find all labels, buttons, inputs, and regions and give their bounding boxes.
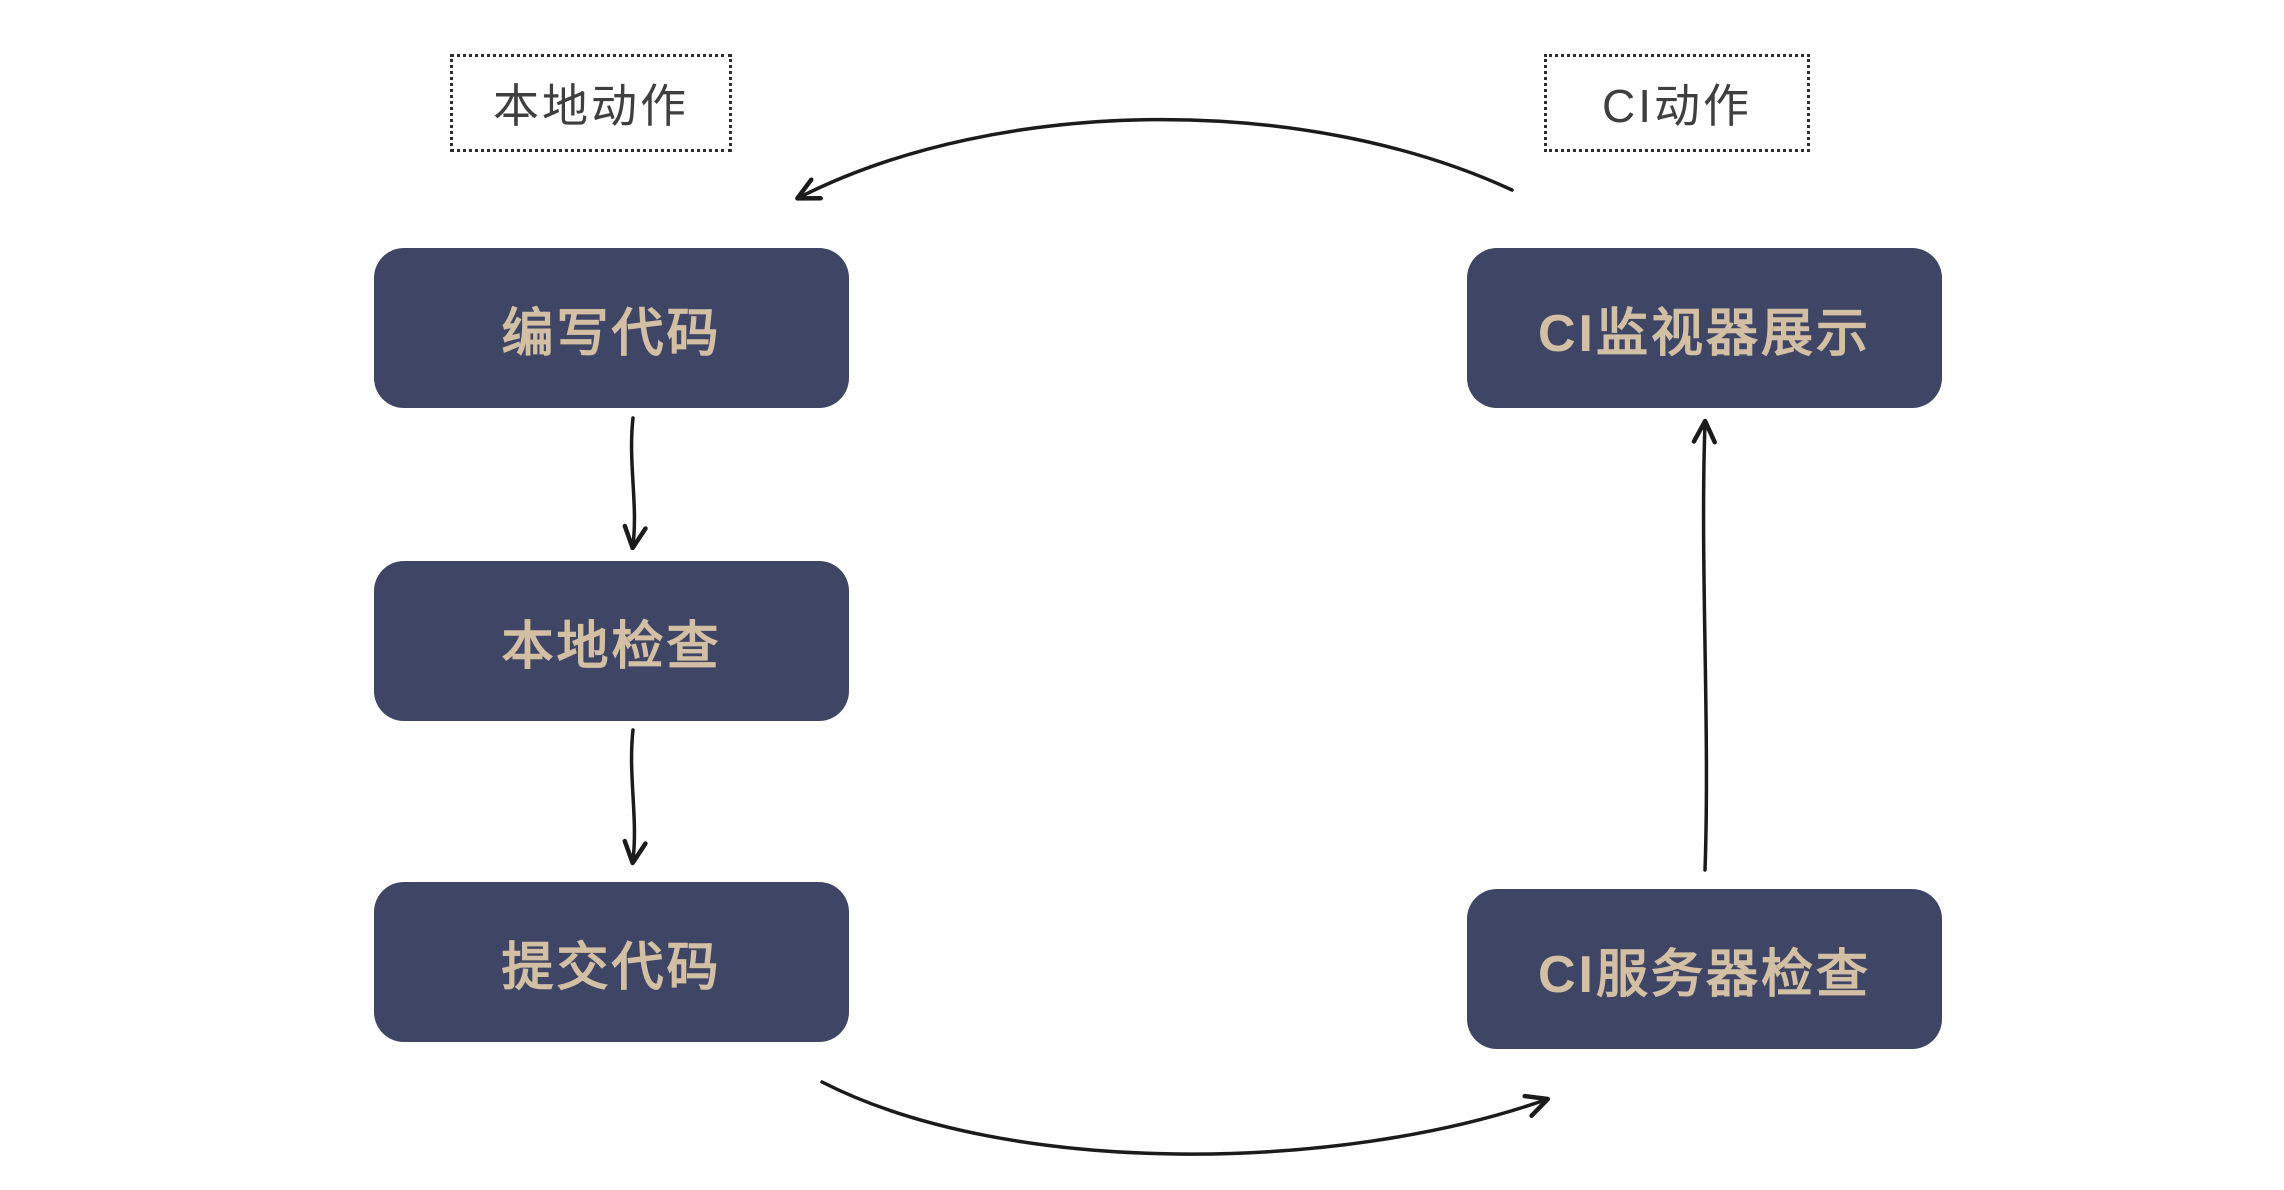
node-write-code-label: 编写代码 <box>501 304 722 363</box>
node-local-check-label: 本地检查 <box>501 617 722 676</box>
node-commit-code-label: 提交代码 <box>501 938 722 997</box>
arrow-write-to-check <box>622 416 648 551</box>
node-ci-server-check: CI服务器检查 <box>1467 889 1942 1049</box>
node-ci-server-check-label: CI服务器检查 <box>1537 945 1871 1004</box>
arrow-commit-to-ci-server <box>820 1080 1551 1156</box>
node-commit-code: 提交代码 <box>374 882 849 1042</box>
group-label-local-actions-text: 本地动作 <box>493 80 689 132</box>
node-local-check: 本地检查 <box>374 561 849 721</box>
group-label-ci-actions: CI动作 <box>1544 54 1810 152</box>
group-label-local-actions: 本地动作 <box>450 54 732 152</box>
arrow-ci-to-local <box>795 117 1514 201</box>
arrow-ci-server-to-monitor <box>1691 418 1717 872</box>
node-write-code: 编写代码 <box>374 248 849 408</box>
group-label-ci-actions-text: CI动作 <box>1602 80 1752 132</box>
arrow-check-to-commit <box>622 728 648 866</box>
node-ci-monitor-display: CI监视器展示 <box>1467 248 1942 408</box>
node-ci-monitor-display-label: CI监视器展示 <box>1537 304 1871 363</box>
